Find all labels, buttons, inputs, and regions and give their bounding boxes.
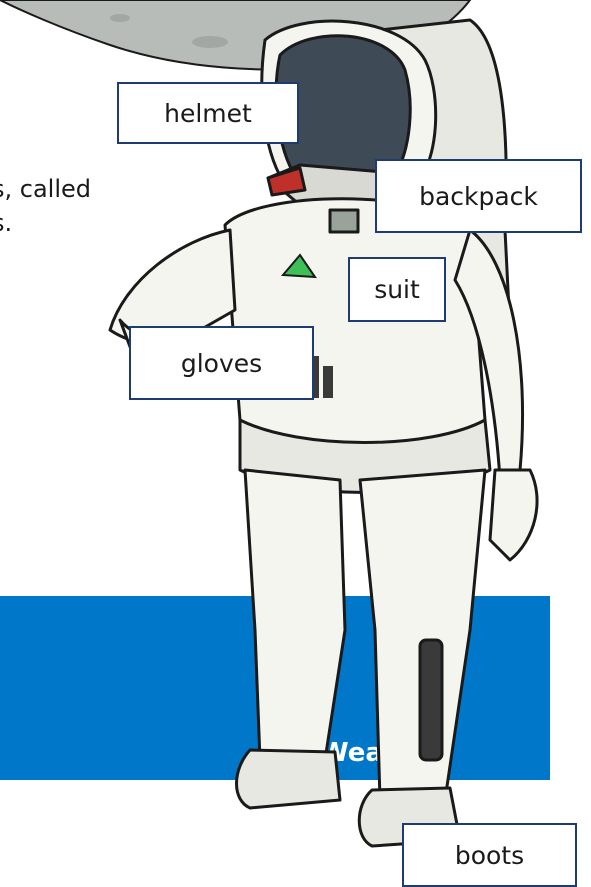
- label-gloves: gloves: [129, 326, 314, 400]
- label-suit: suit: [348, 257, 446, 322]
- label-boots: boots: [402, 823, 577, 887]
- label-helmet: helmet: [117, 82, 299, 144]
- label-backpack: backpack: [375, 159, 582, 233]
